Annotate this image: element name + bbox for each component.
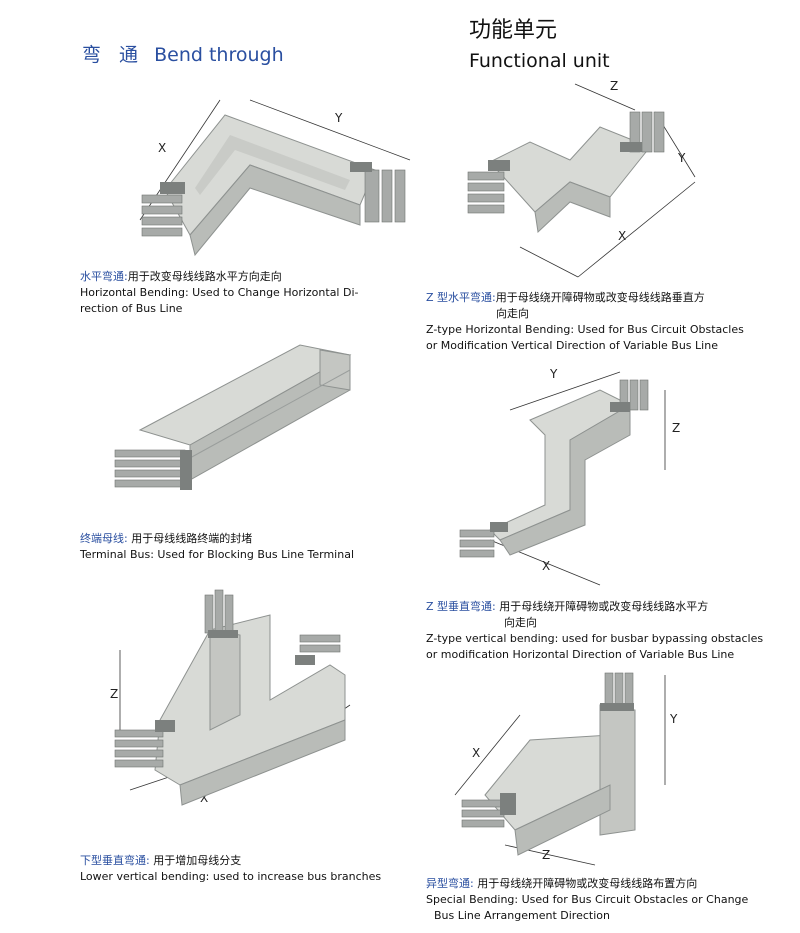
- dim-label-y: Y: [334, 111, 343, 125]
- section-title-bend-through: 弯 通 Bend through: [82, 40, 284, 67]
- section-title-zh: 弯 通: [82, 44, 145, 66]
- caption-en-line-1: Z-type Horizontal Bending: Used for Bus …: [426, 323, 744, 336]
- caption-en-line-2: Bus Line Arrangement Direction: [434, 909, 610, 922]
- caption-special-bending: 异型弯通: 用于母线绕开障碍物或改变母线线路布置方向 Special Bendi…: [426, 876, 776, 924]
- caption-zh-title: Z 型水平弯通:: [426, 291, 496, 304]
- z-vertical-bending-illustration: Y Z X: [459, 367, 680, 586]
- section-title-en: Bend through: [154, 44, 284, 66]
- dim-label-x: X: [472, 746, 480, 760]
- caption-en-line-2: or Modification Vertical Direction of Va…: [426, 339, 718, 352]
- caption-lower-vertical-bending: 下型垂直弯通: 用于增加母线分支 Lower vertical bending:…: [80, 853, 400, 885]
- special-bending-illustration: X Y Z: [454, 672, 678, 866]
- dim-label-z: Z: [542, 848, 550, 862]
- caption-en-line-2: rection of Bus Line: [80, 302, 183, 315]
- lower-vertical-bending-illustration: Z Y X: [110, 589, 351, 806]
- caption-zh-title: 水平弯通:: [80, 270, 128, 283]
- caption-zh-title: 异型弯通:: [426, 877, 474, 890]
- caption-zh-title: Z 型垂直弯通:: [426, 600, 496, 613]
- functional-unit-header: 功能单元 Functional unit: [469, 12, 610, 72]
- caption-zh-desc: 用于增加母线分支: [149, 854, 242, 867]
- dim-label-x: X: [618, 229, 626, 243]
- dim-label-x: X: [542, 559, 550, 573]
- caption-z-horizontal-bending: Z 型水平弯通:用于母线绕开障碍物或改变母线线路垂直方 向走向 Z-type H…: [426, 290, 766, 354]
- dim-label-x: X: [158, 141, 166, 155]
- caption-zh-title: 终端母线:: [80, 532, 128, 545]
- horizontal-bending-illustration: X Y: [139, 99, 411, 257]
- caption-en-line-1: Z-type vertical bending: used for busbar…: [426, 632, 764, 645]
- caption-en-line-1: Special Bending: Used for Bus Circuit Ob…: [426, 893, 749, 906]
- dim-label-x: X: [200, 791, 208, 805]
- caption-en-line-1: Horizontal Bending: Used to Change Horiz…: [80, 286, 359, 299]
- z-horizontal-bending-illustration: Z Y X: [467, 79, 696, 278]
- caption-zh-desc-2: 向走向: [504, 616, 537, 629]
- caption-zh-desc: 用于母线线路终端的封堵: [127, 532, 253, 545]
- functional-unit-en: Functional unit: [469, 50, 610, 72]
- caption-zh-title: 下型垂直弯通:: [80, 854, 150, 867]
- caption-en-line-1: Terminal Bus: Used for Blocking Bus Line…: [80, 548, 354, 561]
- caption-horizontal-bending: 水平弯通:用于改变母线线路水平方向走向 Horizontal Bending: …: [80, 269, 410, 317]
- caption-en-line-2: or modification Horizontal Direction of …: [426, 648, 735, 661]
- dim-label-z: Z: [610, 79, 618, 93]
- terminal-bus-illustration: [114, 344, 352, 490]
- caption-en-line-1: Lower vertical bending: used to increase…: [80, 870, 382, 883]
- caption-zh-desc: 用于母线绕开障碍物或改变母线线路水平方: [495, 600, 709, 613]
- dim-label-z: Z: [110, 687, 118, 701]
- caption-terminal-bus: 终端母线: 用于母线线路终端的封堵 Terminal Bus: Used for…: [80, 531, 400, 563]
- caption-zh-desc: 用于母线绕开障碍物或改变母线线路布置方向: [473, 877, 698, 890]
- caption-zh-desc: 用于母线绕开障碍物或改变母线线路垂直方: [495, 291, 705, 304]
- dim-label-y: Y: [549, 367, 558, 381]
- caption-zh-desc: 用于改变母线线路水平方向走向: [127, 270, 282, 283]
- dim-label-y: Y: [669, 712, 678, 726]
- caption-zh-desc-2: 向走向: [496, 307, 529, 320]
- functional-unit-zh: 功能单元: [469, 18, 558, 43]
- dim-label-y: Y: [677, 151, 686, 165]
- dim-label-z: Z: [672, 421, 680, 435]
- caption-z-vertical-bending: Z 型垂直弯通: 用于母线绕开障碍物或改变母线线路水平方 向走向 Z-type …: [426, 599, 776, 663]
